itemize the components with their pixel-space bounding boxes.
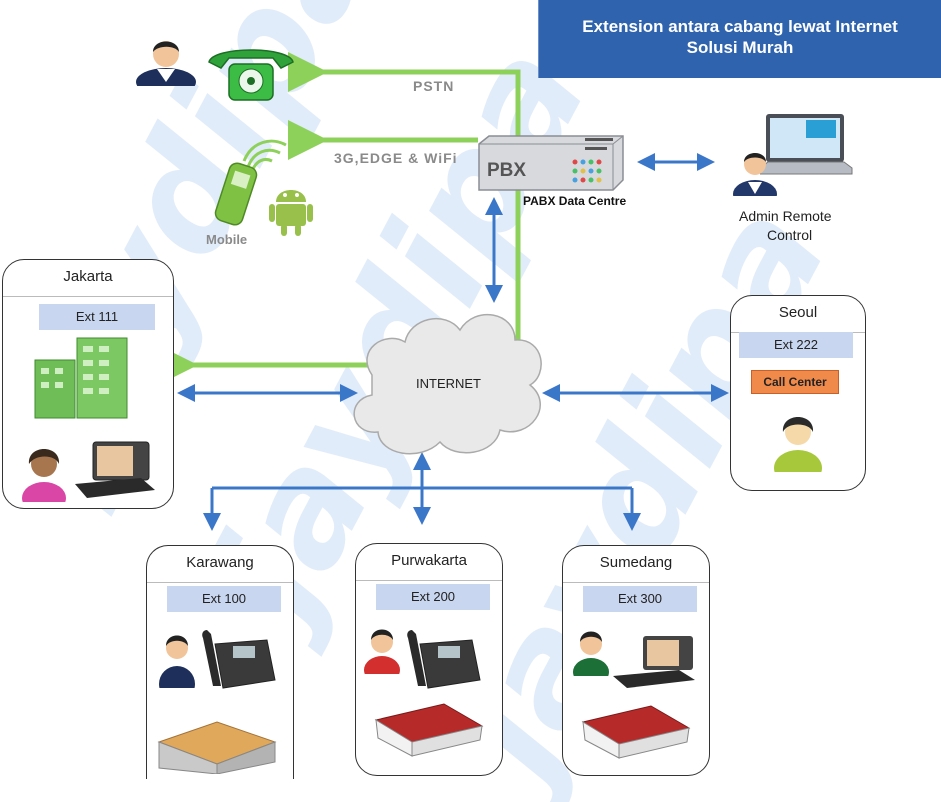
branch-purwakarta-ext: Ext 200: [376, 584, 490, 610]
sumedang-video-phone-icon: [613, 636, 695, 688]
branch-sumedang-ext: Ext 300: [583, 586, 697, 612]
admin-label-line1: Admin Remote: [739, 208, 832, 224]
video-phone-icon: [75, 441, 155, 498]
connection-diagram: [158, 52, 729, 531]
branch-karawang: Karawang Ext 100: [146, 545, 294, 779]
purwakarta-barn-icon: [374, 703, 484, 757]
admin-user-icon: [733, 153, 777, 196]
diagram-title-box: Extension antara cabang lewat Internet S…: [538, 0, 941, 78]
branch-seoul: Seoul Ext 222 Call Center: [730, 295, 866, 491]
sumedang-user-icon: [573, 631, 609, 676]
female-user-icon: [22, 449, 66, 502]
branch-sumedang: Sumedang Ext 300: [562, 545, 710, 776]
pbx-face-label: PBX: [487, 160, 527, 181]
pstn-user-icon: [136, 41, 196, 86]
branch-purwakarta: Purwakarta Ext 200: [355, 543, 503, 776]
karawang-user-icon: [159, 635, 195, 688]
branch-jakarta-ext: Ext 111: [39, 304, 155, 330]
diagram-subtitle: Solusi Murah: [686, 38, 794, 57]
android-icon: [269, 190, 313, 236]
wireless-label: 3G,EDGE & WiFi: [334, 150, 458, 166]
branch-jakarta-name: Jakarta: [3, 260, 173, 297]
branch-seoul-name: Seoul: [731, 296, 865, 333]
branch-karawang-ext: Ext 100: [167, 586, 281, 612]
pbx-caption: PABX Data Centre: [523, 194, 627, 208]
branch-jakarta: Jakarta Ext 111: [2, 259, 174, 509]
warehouse-icon: [157, 721, 277, 774]
branch-purwakarta-name: Purwakarta: [356, 544, 502, 581]
call-center-user-icon: [774, 417, 822, 472]
office-building-icon: [34, 337, 128, 419]
branch-sumedang-name: Sumedang: [563, 546, 709, 583]
diagram-title: Extension antara cabang lewat Internet: [582, 17, 898, 36]
pstn-label: PSTN: [413, 78, 455, 94]
internet-cloud: [353, 313, 542, 455]
call-center-badge: Call Center: [751, 370, 839, 394]
purwakarta-user-icon: [364, 629, 400, 674]
mobile-label: Mobile: [206, 232, 248, 247]
branch-seoul-ext: Ext 222: [739, 332, 853, 358]
admin-label-line2: Control: [767, 227, 813, 243]
internet-label: INTERNET: [416, 376, 481, 391]
mobile-phone-icon: [214, 162, 258, 226]
green-telephone-icon: [208, 49, 294, 101]
karawang-ip-phone-icon: [202, 630, 276, 689]
purwakarta-ip-phone-icon: [407, 630, 481, 689]
branch-karawang-name: Karawang: [147, 546, 293, 583]
blue-arrows: [177, 153, 729, 531]
laptop-icon: [760, 114, 853, 175]
sumedang-barn-icon: [581, 705, 691, 759]
pbx-device-icon: [478, 135, 624, 191]
